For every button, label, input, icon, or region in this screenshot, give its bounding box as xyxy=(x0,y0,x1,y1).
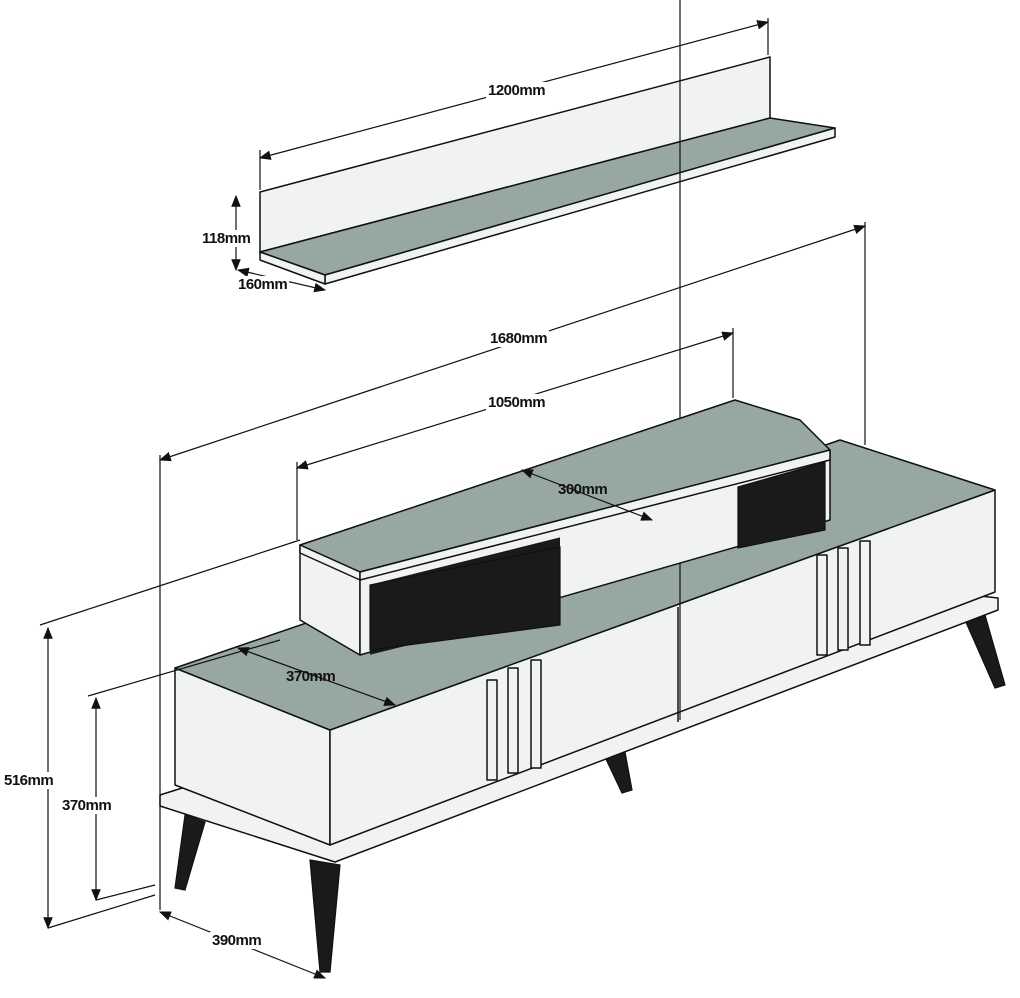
leg-front-left xyxy=(174,814,206,891)
base-depth-label: 390mm xyxy=(210,932,264,949)
shelf-width-label: 1200mm xyxy=(486,82,548,99)
total-height-label: 516mm xyxy=(2,772,56,789)
leg-back-right xyxy=(964,614,1006,689)
unit-width-label: 1680mm xyxy=(488,330,550,347)
leg-front-center xyxy=(309,859,341,973)
shelf-depth-label: 160mm xyxy=(236,276,290,293)
shelf-height-label: 118mm xyxy=(200,230,253,247)
cabinet-depth-label: 370mm xyxy=(286,668,336,685)
cabinet-height-label: 370mm xyxy=(60,797,114,814)
wall-shelf xyxy=(259,56,836,285)
top-box-depth-label: 300mm xyxy=(558,481,608,498)
top-box-width-label: 1050mm xyxy=(486,394,548,411)
